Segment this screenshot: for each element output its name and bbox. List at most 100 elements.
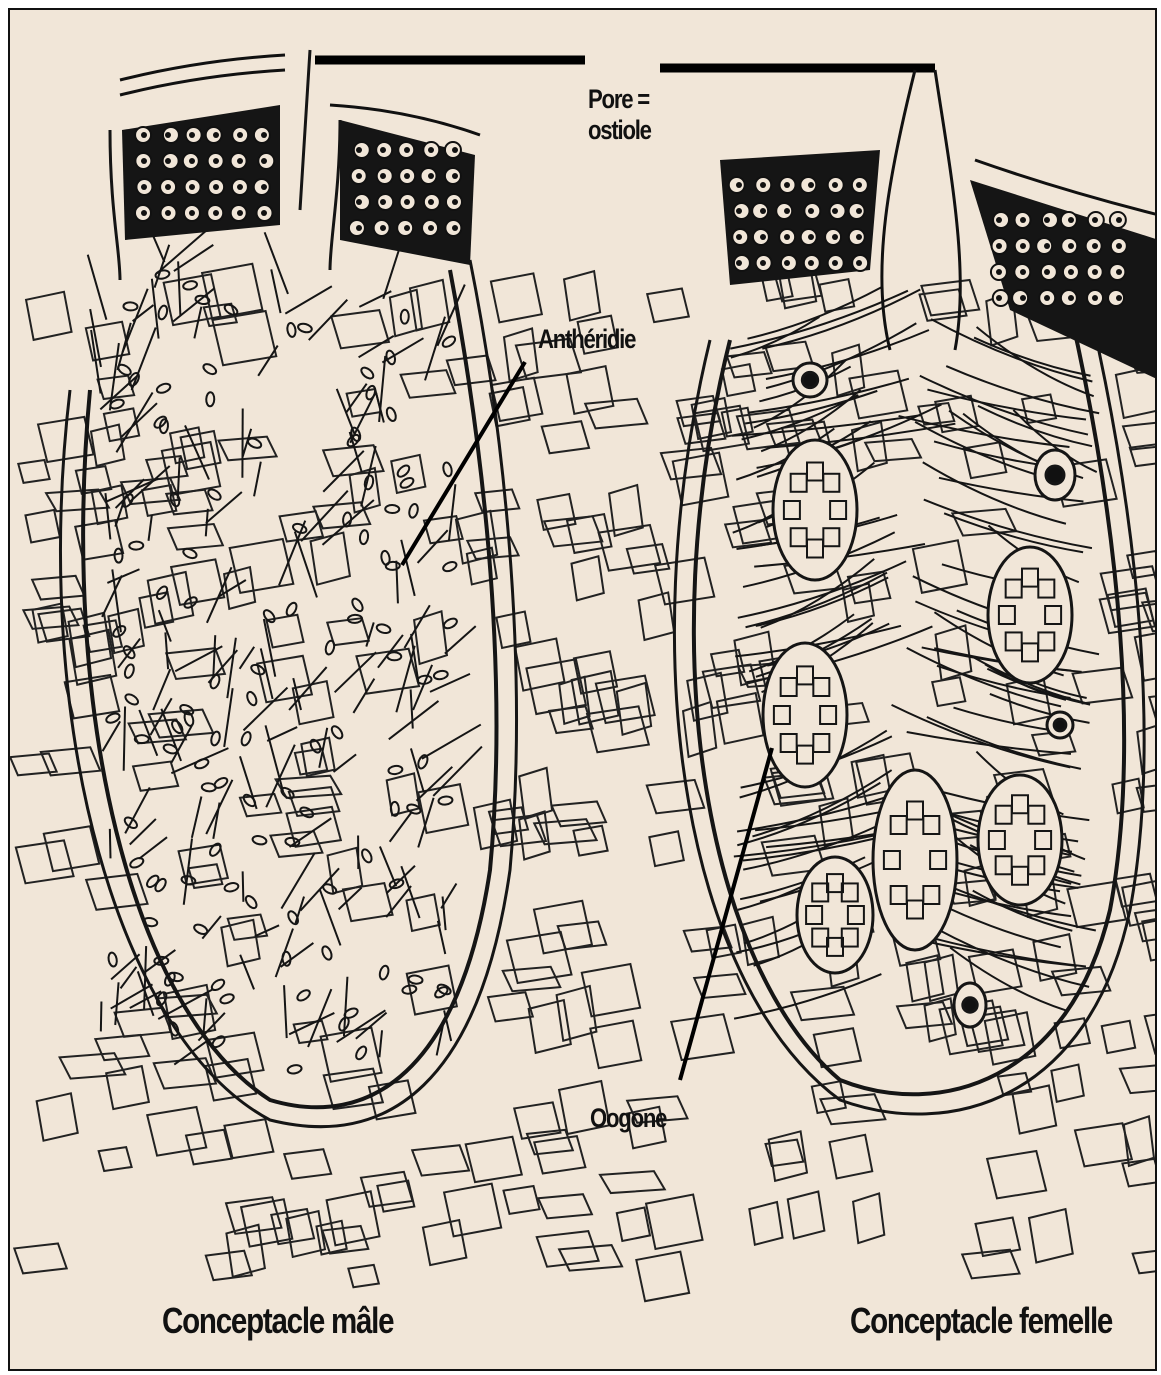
cell-nucleus: [1020, 243, 1026, 249]
pore-label-line2: ostiole: [588, 115, 651, 146]
tissue-cell: [636, 1252, 689, 1301]
tissue-cell: [106, 1066, 149, 1109]
paraphysis: [359, 336, 394, 357]
tissue-cell: [228, 915, 267, 940]
tissue-cell: [590, 1021, 641, 1069]
cell-nucleus: [141, 210, 147, 216]
tissue-cell: [1051, 1065, 1083, 1102]
cell-nucleus: [1044, 217, 1050, 223]
antheridium: [299, 805, 315, 819]
cell-nucleus: [808, 182, 814, 188]
tissue-cell: [95, 1035, 149, 1060]
antheridium: [387, 652, 401, 660]
cell-nucleus: [832, 182, 838, 188]
antheridium: [155, 269, 170, 280]
cell-nucleus: [452, 199, 458, 205]
cell-nucleus: [404, 147, 410, 153]
tissue-cell: [552, 801, 606, 826]
antheridium: [170, 719, 185, 735]
cell-nucleus: [856, 260, 862, 266]
tissue-cell: [401, 370, 456, 398]
tissue-cell: [44, 826, 99, 871]
tissue-cell: [585, 399, 647, 429]
antheridium: [280, 786, 296, 801]
male-conceptacle-caption: Conceptacle mâle: [162, 1300, 393, 1341]
cell-nucleus: [1044, 269, 1050, 275]
paraphysis: [359, 291, 391, 307]
antheridium: [182, 280, 197, 291]
paraphysis: [145, 950, 176, 972]
tissue-cell: [1029, 1209, 1073, 1262]
cell-nucleus: [261, 158, 267, 164]
tissue-cell: [646, 1195, 703, 1249]
paraphysis: [333, 754, 356, 772]
tissue-cell: [1075, 1123, 1132, 1166]
cell-nucleus: [237, 184, 243, 190]
paraphysis: [149, 515, 152, 541]
antheridium: [286, 910, 300, 926]
antheridium: [194, 757, 210, 770]
antheridium: [156, 382, 172, 394]
antheridium: [145, 874, 161, 890]
cell-nucleus: [141, 184, 147, 190]
paraphysis: [203, 998, 206, 1035]
tissue-cell: [488, 992, 533, 1021]
tissue-cell: [519, 768, 552, 819]
cell-nucleus: [189, 158, 195, 164]
tissue-cell: [14, 1243, 66, 1273]
cell-nucleus: [261, 184, 267, 190]
paraphysis: [396, 561, 398, 604]
tissue-cell: [985, 1012, 1036, 1064]
oogone-leader: [680, 748, 772, 1080]
antheridium: [417, 675, 432, 685]
tissue-cell: [412, 1145, 469, 1175]
antheridium: [386, 561, 400, 570]
cell-nucleus: [1092, 243, 1098, 249]
cell-nucleus: [261, 210, 267, 216]
cell-nucleus: [428, 199, 434, 205]
antheridium: [330, 724, 345, 740]
antheridium: [245, 691, 258, 707]
antheridium: [436, 983, 452, 997]
paraphysis: [430, 674, 470, 692]
tissue-cell: [224, 1119, 273, 1158]
paraphysis: [130, 819, 156, 845]
cell-nucleus: [141, 132, 147, 138]
tissue-cell: [671, 1014, 734, 1060]
paraphysis: [445, 626, 476, 653]
female-ostiole: [882, 70, 960, 350]
antheridium: [296, 988, 312, 1002]
antheridium: [350, 597, 365, 613]
antheridium: [211, 1034, 227, 1049]
cell-nucleus: [452, 147, 458, 153]
cell-nucleus: [428, 147, 434, 153]
paraphysis: [422, 725, 481, 759]
tissue-cell: [186, 1130, 232, 1165]
cell-nucleus: [237, 210, 243, 216]
cell-nucleus: [1092, 217, 1098, 223]
cell-nucleus: [832, 234, 838, 240]
tissue-cell: [221, 920, 259, 966]
cell-nucleus: [356, 225, 362, 231]
paraphysis: [766, 323, 916, 388]
antheridium: [240, 731, 253, 747]
paraphysis: [390, 813, 411, 842]
tissue-cell: [1135, 629, 1157, 681]
cell-nucleus: [213, 132, 219, 138]
tissue-cell: [148, 572, 193, 624]
paraphysis: [192, 797, 202, 838]
antheridium: [123, 302, 137, 311]
cell-nucleus: [1068, 295, 1074, 301]
tissue-cell: [964, 442, 1006, 478]
tissue-cell: [627, 544, 669, 573]
paraphysis: [433, 747, 482, 796]
tissue-cell: [913, 540, 967, 592]
cell-nucleus: [856, 208, 862, 214]
tissue-cell: [542, 421, 589, 453]
cell-nucleus: [428, 173, 434, 179]
antheridium: [282, 951, 291, 966]
tissue-cell: [932, 677, 965, 706]
cell-nucleus: [784, 182, 790, 188]
tissue-cell: [25, 510, 59, 543]
tissue-cell: [1124, 1116, 1154, 1166]
